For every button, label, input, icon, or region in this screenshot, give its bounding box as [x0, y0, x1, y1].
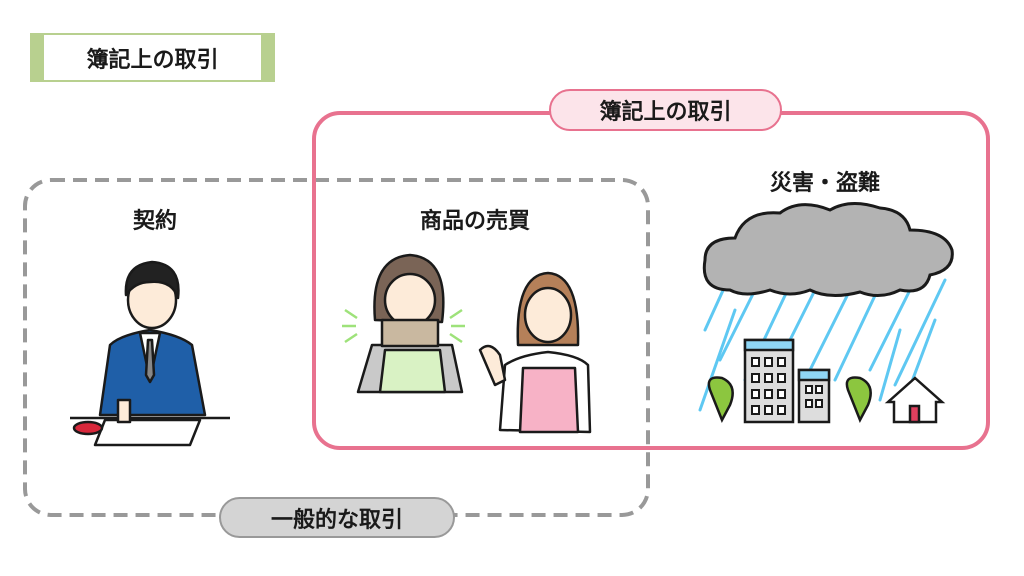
businessman-stamping-contract-illustration: [70, 260, 230, 447]
general-set-label: 一般的な取引: [219, 497, 455, 538]
storm-cloud-flooded-town-illustration: [698, 202, 954, 424]
bookkeeping-set-label: 簿記上の取引: [549, 89, 782, 131]
shop-clerk-illustration: [478, 271, 592, 434]
page-title: 簿記上の取引: [44, 35, 261, 80]
page-title-box: 簿記上の取引: [30, 33, 275, 82]
category-label-disaster-theft: 災害・盗難: [769, 171, 880, 196]
category-label-sales: 商品の売買: [419, 209, 530, 234]
category-label-contract: 契約: [132, 209, 177, 234]
shopper-with-money-illustration: [342, 253, 465, 394]
